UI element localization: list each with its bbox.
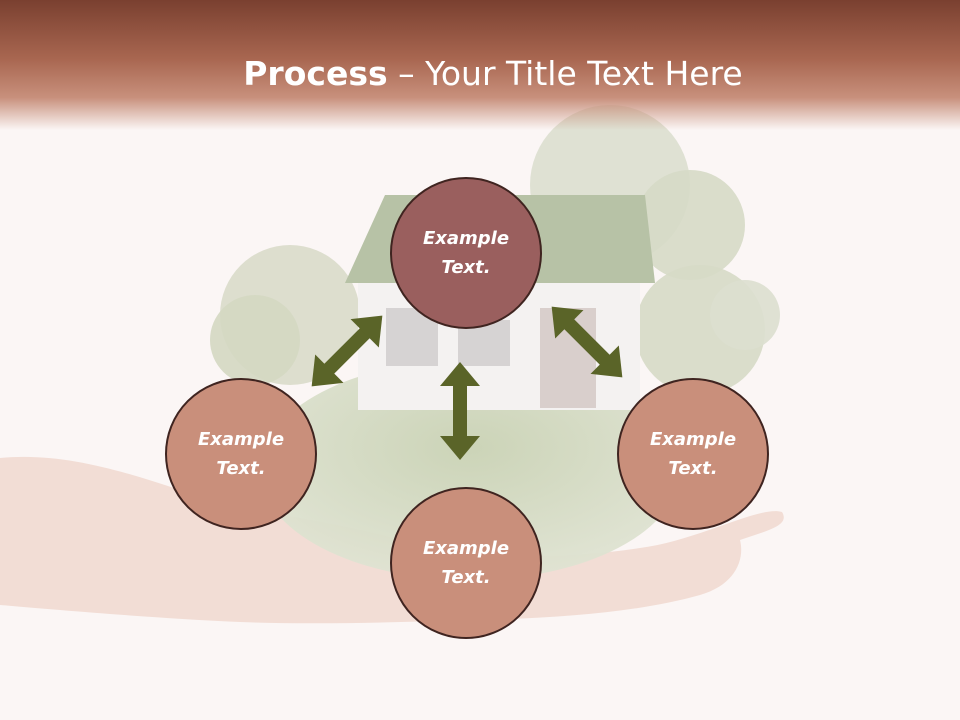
left-node-label: Example Text. xyxy=(197,429,285,479)
arrow-center-bottom xyxy=(440,362,480,460)
bottom-node: Example Text. xyxy=(390,487,542,639)
arrow-center-right xyxy=(551,306,623,378)
title-rest-part: – Your Title Text Here xyxy=(387,54,743,93)
slide-title: Process – Your Title Text Here xyxy=(0,52,960,96)
center-node-label: Example Text. xyxy=(422,228,510,278)
title-bold-part: Process xyxy=(243,54,388,93)
arrow-center-left xyxy=(311,315,383,387)
header-band xyxy=(0,0,960,130)
bottom-node-label: Example Text. xyxy=(422,538,510,588)
left-node: Example Text. xyxy=(165,378,317,530)
right-node: Example Text. xyxy=(617,378,769,530)
right-node-label: Example Text. xyxy=(649,429,737,479)
center-node: Example Text. xyxy=(390,177,542,329)
